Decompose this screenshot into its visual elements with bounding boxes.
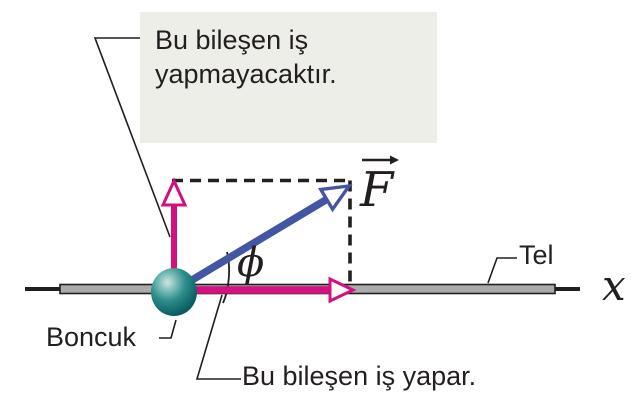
leader-no-work: [93, 37, 171, 238]
vertical-component-arrowhead-icon: [160, 177, 188, 207]
horizontal-component-arrowhead-icon: [328, 276, 357, 304]
bead-sphere: [151, 268, 197, 316]
label-angle-phi: ϕ: [237, 240, 265, 286]
callout-no-work-box: Bu bileşen iş yapmayacaktır.: [140, 12, 437, 143]
vector-overbar-arrow-icon: [362, 155, 399, 165]
callout-no-work-line2: yapmayacaktır.: [155, 59, 337, 89]
label-force-f: F: [360, 162, 394, 218]
label-does-work: Bu bileşen iş yapar.: [242, 361, 477, 391]
force-vector-shaft: [175, 194, 331, 293]
label-x-axis: x: [602, 261, 626, 310]
callout-no-work-line1: Bu bileşen iş: [155, 25, 309, 55]
label-bead: Boncuk: [46, 322, 137, 352]
leader-does-work: [195, 294, 241, 380]
leader-tel: [487, 257, 517, 284]
label-wire: Tel: [519, 240, 554, 270]
force-vector-arrowhead-icon: [318, 183, 353, 213]
leader-boncuk: [159, 319, 177, 339]
